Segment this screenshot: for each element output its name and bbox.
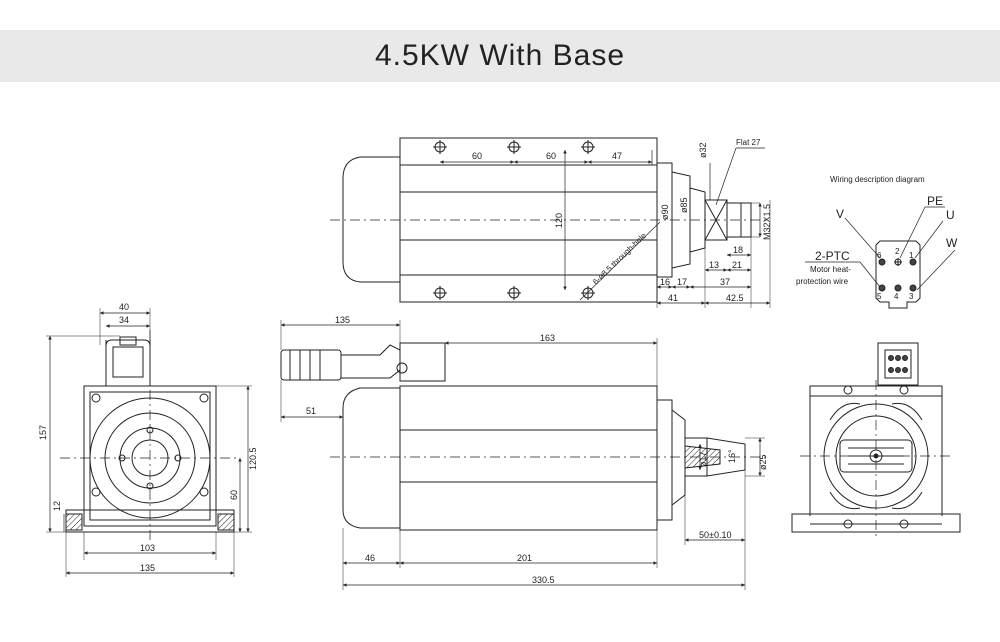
label-u: U [946,208,955,222]
dim-37: 37 [720,277,730,287]
dim-103: 103 [140,543,155,553]
pin-5: 5 [877,292,882,301]
label-ptc: 2-PTC [815,249,850,263]
dim-201: 201 [517,553,532,563]
dim-135: 135 [140,563,155,573]
title-banner: 4.5KW With Base [0,30,1000,82]
dim-17: 17 [677,277,687,287]
top-mount-holes [433,140,595,300]
dim-40: 40 [119,302,129,312]
label-v: V [836,207,844,221]
dim-47: 47 [612,151,622,161]
front-corner-holes [91,393,209,497]
dim-163: 163 [540,333,555,343]
side-view [280,320,770,590]
dim-13: 13 [709,260,719,270]
dim-34: 34 [119,315,129,325]
dim-d90: ø90 [660,204,670,220]
dim-16deg: 16° [727,449,737,463]
page-title: 4.5KW With Base [374,39,626,72]
dim-60b: 60 [546,151,556,161]
wiring-title: Wiring description diagram [830,175,925,184]
dim-d32: ø32 [698,142,708,158]
dim-60a: 60 [472,151,482,161]
dim-60: 60 [229,490,239,500]
label-protection: protection wire [796,277,849,286]
pin-1: 1 [909,251,914,260]
dim-51: 51 [306,406,316,416]
dim-side-135: 135 [335,315,350,325]
dim-18: 18 [733,245,743,255]
label-pe: PE [927,194,943,208]
dim-d17: ø17 [698,451,708,467]
dim-46: 46 [365,553,375,563]
dim-12: 12 [52,501,62,511]
connector-outline [875,240,921,309]
wiring-labels: Wiring description diagram V PE U W 2-PT… [796,175,958,301]
dim-d85: ø85 [679,197,689,213]
rear-view [791,342,961,540]
plug-body [280,349,342,381]
dim-157: 157 [38,425,48,440]
label-motor-heat: Motor heat- [810,265,851,274]
rear-cap-outline [342,156,400,283]
through-hole-label: 6-ø8.5 through-hole [591,231,648,287]
dim-330-5: 330.5 [532,575,555,585]
dim-41: 41 [668,293,678,303]
wiring-diagram [805,206,956,309]
pin-3: 3 [909,292,914,301]
pin-2: 2 [895,247,900,256]
flat-label: Flat 27 [736,138,761,147]
dim-50: 50±0.10 [699,530,731,540]
side-view-labels: 135 163 51 ø17 16° ø25 50±0.10 46 201 33… [306,315,768,585]
pin-6: 6 [877,251,882,260]
dim-120-5: 120.5 [248,447,258,470]
rear-connector [877,342,919,386]
dim-thread: M32X1.5 [762,204,772,240]
front-view [46,308,252,577]
dim-d25: ø25 [758,454,768,470]
pin-4: 4 [894,292,899,301]
dim-120: 120 [554,213,564,228]
top-view [330,137,771,308]
side-body-outline [399,385,658,531]
dim-21: 21 [732,260,742,270]
label-w: W [946,236,958,250]
dim-42-5: 42.5 [726,293,744,303]
front-view-labels: 40 34 157 120.5 60 12 103 135 [38,302,258,573]
dim-16: 16 [660,277,670,287]
